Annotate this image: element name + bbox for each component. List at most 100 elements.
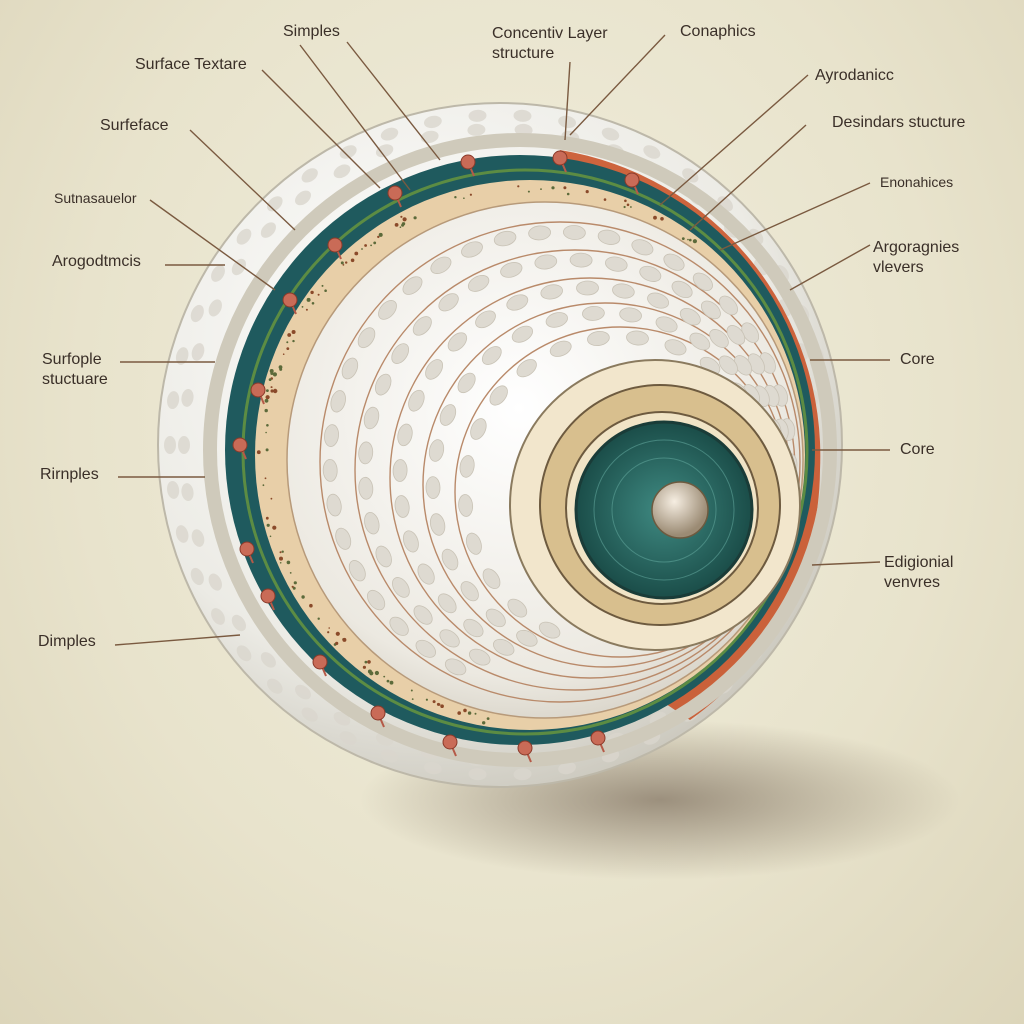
dimple [190, 567, 204, 586]
speckle [324, 289, 327, 293]
speckle [286, 560, 291, 565]
speckle [517, 185, 520, 188]
inner-dimple [375, 545, 392, 568]
speckle [374, 670, 379, 676]
inner-dimple [374, 373, 392, 396]
speckle [413, 216, 417, 220]
dimple [380, 127, 399, 141]
inner-dimple [447, 332, 468, 352]
dimple [301, 707, 318, 722]
label-core-2: Core [900, 441, 935, 458]
label-argoragnies-line1: Argoragnies [873, 239, 960, 256]
speckle [291, 330, 296, 334]
inner-dimple [364, 512, 380, 535]
dimple [191, 343, 205, 361]
label-surfeface: Surfeface [100, 117, 169, 134]
inner-dimple [679, 307, 701, 326]
speckle [279, 551, 282, 554]
speckle [282, 353, 285, 356]
label-simples: Simples [283, 23, 340, 40]
speckle [563, 186, 567, 190]
inner-dimple [700, 300, 721, 320]
leader-line [261, 69, 381, 189]
inner-dimple [470, 418, 487, 440]
inner-dimple [612, 283, 635, 299]
inner-dimple [348, 560, 366, 582]
inner-dimple [538, 621, 561, 639]
dimple [295, 190, 311, 206]
inner-dimple [428, 439, 445, 462]
pin-head [232, 437, 248, 453]
speckle [410, 689, 413, 692]
pin-head [327, 237, 343, 253]
speckle [317, 293, 320, 296]
inner-dimple [639, 265, 662, 282]
inner-dimple [326, 493, 342, 517]
inner-dimple [463, 618, 484, 638]
label-edigional: Edigionial venvres [884, 553, 1004, 593]
speckle [566, 192, 570, 196]
label-concentric-line2: structure [492, 45, 555, 62]
speckle [266, 424, 269, 427]
dimple [175, 525, 189, 543]
speckle [440, 704, 444, 708]
label-surface-texture: Surface Textare [135, 56, 247, 73]
pin-head [552, 150, 568, 166]
speckle [660, 217, 664, 221]
speckle [437, 703, 441, 706]
inner-dimple [489, 385, 508, 406]
speckle [309, 603, 313, 608]
speckle [432, 700, 436, 704]
inner-dimple [516, 359, 537, 378]
leader-line [789, 244, 871, 291]
inner-dimple [597, 229, 621, 245]
inner-dimple [330, 390, 346, 413]
dimple [260, 652, 276, 668]
inner-dimple [493, 230, 517, 247]
speckle [286, 347, 290, 350]
inner-dimple [576, 280, 599, 296]
speckle [306, 297, 311, 302]
inner-dimple [534, 254, 558, 270]
label-surfople-line2: stuctuare [42, 371, 108, 388]
leader-line [149, 199, 276, 291]
label-argoragnies: Argoragnies vlevers [873, 238, 1013, 278]
speckle [411, 698, 414, 700]
label-enonahices: Enonahices [880, 174, 954, 190]
inner-dimple [507, 598, 528, 618]
speckle [400, 215, 403, 218]
dimple [513, 109, 532, 122]
label-argoragnies-line2: vlevers [873, 259, 924, 276]
inner-dimple [397, 423, 413, 447]
inner-dimple [429, 513, 446, 536]
inner-dimple [439, 629, 460, 648]
speckle [486, 717, 490, 720]
speckle [272, 372, 277, 377]
speckle [551, 186, 555, 190]
pin-head [517, 740, 533, 756]
speckle [689, 238, 692, 242]
speckle [264, 477, 267, 480]
dimple [208, 573, 222, 591]
inner-dimple [358, 476, 374, 500]
label-arogodtmcis: Arogodtmcis [52, 253, 141, 270]
label-surfople: Surfople stuctuare [42, 350, 142, 390]
inner-dimple [367, 589, 386, 611]
inner-dimple [545, 312, 568, 328]
label-surfople-line1: Surfople [42, 351, 102, 368]
pin-head [387, 185, 403, 201]
inner-dimple [438, 293, 459, 312]
dimple [190, 304, 204, 323]
speckle [527, 190, 530, 193]
inner-dimple [511, 325, 534, 343]
inner-dimple [425, 359, 444, 380]
inner-dimple [415, 639, 437, 658]
core [509, 359, 801, 651]
dimple [513, 768, 532, 781]
speckle [394, 223, 399, 227]
inner-dimple [718, 355, 738, 375]
inner-dimple [664, 339, 687, 356]
pins [232, 150, 640, 763]
dimple [267, 678, 283, 694]
